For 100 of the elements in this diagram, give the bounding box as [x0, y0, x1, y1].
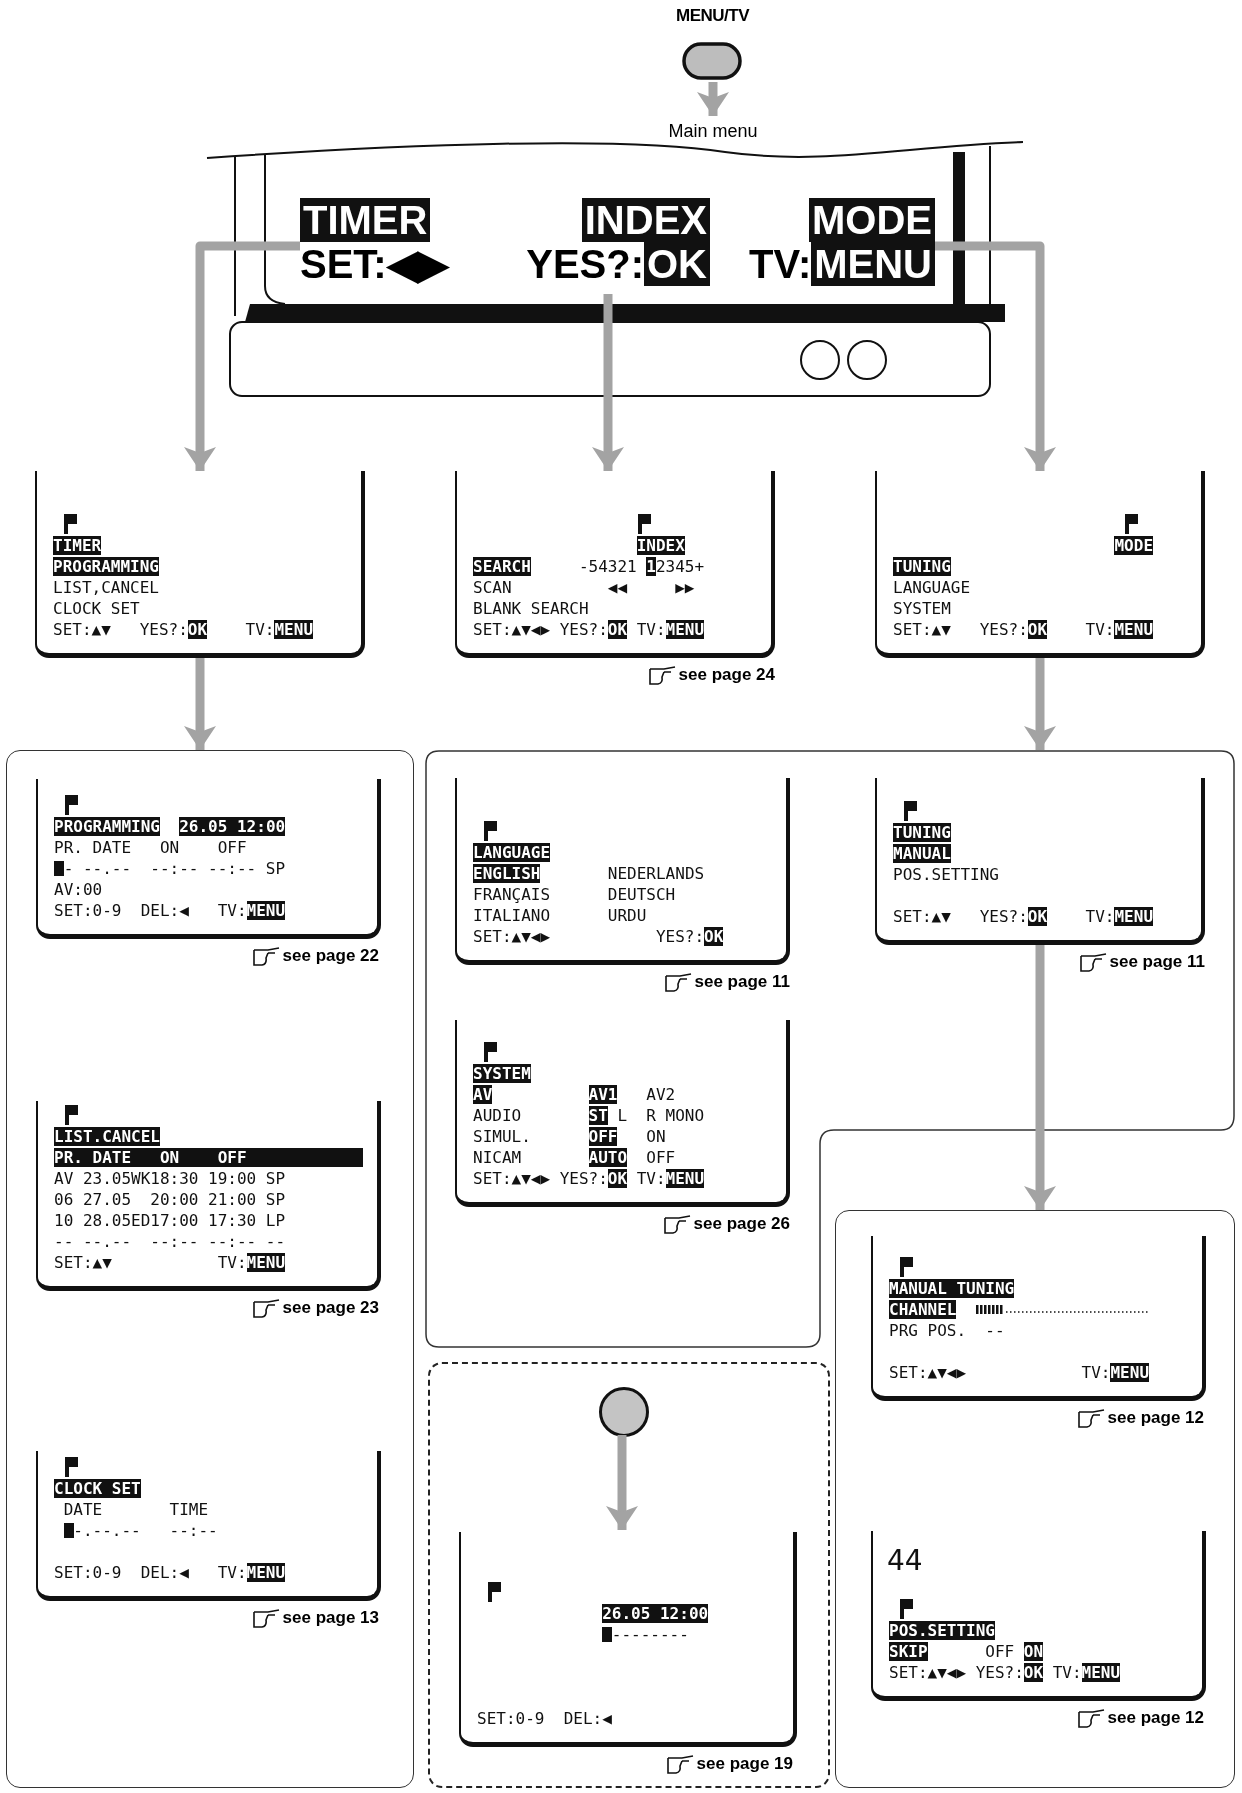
screen-text: -.--.--: [73, 1521, 141, 1540]
screen-text: 19:00: [208, 1169, 257, 1188]
arrow: [606, 1435, 638, 1530]
highlighted-text: SEARCH: [473, 557, 531, 576]
screen-display: [455, 778, 790, 965]
screen-text: 18:30: [150, 1169, 199, 1188]
screen-display: [36, 1101, 381, 1291]
screen-text: --: [265, 1232, 286, 1251]
group-panel: [835, 1210, 1235, 1788]
highlighted-text: LANGUAGE: [473, 843, 551, 862]
screen-text: --:--: [208, 1232, 257, 1251]
arrow: [935, 241, 1056, 471]
screen-text: SET:▲▼◀▶: [889, 1663, 967, 1682]
screen-text: DEL:◀: [140, 1563, 189, 1582]
group-panel: [6, 750, 414, 1788]
button-label: MENU/TV: [675, 6, 751, 26]
screen-text: ▶▶: [675, 578, 695, 597]
screen-text: L: [617, 1106, 628, 1125]
screen-text: --: [54, 1232, 74, 1251]
arrow: [592, 294, 624, 471]
screen-text: R: [646, 1106, 656, 1125]
screen-text: OFF: [985, 1642, 1015, 1661]
screen-text: TV:: [1085, 620, 1115, 639]
highlighted-text: OK: [1027, 620, 1048, 639]
highlighted-text: AV: [473, 1085, 493, 1104]
screen-text: OFF: [217, 838, 247, 857]
screen-text: AV: [54, 1169, 74, 1188]
screen-text: 06: [54, 1190, 74, 1209]
highlighted-text: TUNING: [893, 823, 951, 842]
screen-text: YES?:: [559, 620, 608, 639]
screen-display: [459, 1532, 797, 1747]
screen-text: SET:▲▼: [893, 620, 951, 639]
screen-text: SYSTEM: [893, 599, 951, 618]
screen-text: YES?:: [559, 1169, 608, 1188]
highlighted-text: OK: [607, 620, 628, 639]
page-reference: see page 24: [678, 665, 775, 685]
screen-text: YES?:: [975, 1663, 1024, 1682]
page-reference: see page 26: [693, 1214, 790, 1234]
screen-text: DEL:◀: [140, 901, 189, 920]
screen-text: DATE: [63, 1500, 103, 1519]
screen-text: ITALIANO: [473, 906, 551, 925]
screen-text: -: [63, 859, 74, 878]
screen-text: YES?:: [526, 242, 644, 286]
page-reference: see page 12: [1107, 1708, 1204, 1728]
highlighted-text: MENU: [246, 1563, 286, 1582]
screen-text: PRG POS.: [889, 1321, 967, 1340]
screen-text: LANGUAGE: [893, 578, 971, 597]
screen-text: URDU: [607, 906, 647, 925]
highlighted-text: OK: [607, 1169, 628, 1188]
highlighted-text: MENU: [665, 620, 705, 639]
highlighted-text: MODE: [1114, 536, 1153, 555]
highlighted-text: OK: [187, 620, 208, 639]
screen-text: TV:: [217, 1253, 247, 1272]
highlighted-text: OFF: [588, 1127, 618, 1146]
screen-text: SET:▲▼: [54, 1253, 112, 1272]
screen-text: 2345+: [655, 557, 705, 576]
screen-display: [875, 778, 1205, 945]
screen-text: DEL:◀: [563, 1709, 612, 1728]
screen-text: TV:: [217, 901, 247, 920]
screen-text: CLOCK SET: [53, 599, 140, 618]
screen-text: DATE: [92, 838, 132, 857]
highlighted-text: AV1: [588, 1085, 618, 1104]
highlighted-text: MANUAL: [893, 844, 951, 863]
screen-display: [455, 1020, 790, 1207]
screen-text: 20:00: [150, 1190, 199, 1209]
screen-text: 23.05WK: [82, 1169, 151, 1188]
highlighted-text: ST: [588, 1106, 608, 1125]
highlighted-text: SKIP: [889, 1642, 928, 1661]
highlighted-text: MODE: [809, 198, 935, 242]
screen-text: --.--: [82, 859, 132, 878]
page-reference: see page 23: [282, 1298, 379, 1318]
screen-text: 10: [54, 1211, 74, 1230]
highlighted-text: CHANNEL: [889, 1300, 957, 1319]
screen-text: FRANÇAIS: [473, 885, 551, 904]
group-panel: [428, 1362, 830, 1788]
screen-text: YES?:: [979, 620, 1028, 639]
highlighted-text: AUTO: [588, 1148, 628, 1167]
screen-text: 21:00: [208, 1190, 257, 1209]
screen-text: 17:30: [208, 1211, 257, 1230]
screen-text: --:--: [150, 859, 199, 878]
screen-text: --:--: [208, 859, 257, 878]
screen-text: TV:: [245, 620, 275, 639]
page-reference: see page 11: [694, 972, 790, 992]
screen-display: [36, 1451, 381, 1601]
screen-text: ◀◀: [607, 578, 628, 597]
screen-text: -54321: [578, 557, 637, 576]
highlighted-text: MENU: [246, 1253, 286, 1272]
arrow: [1024, 658, 1056, 750]
screen-text: --------: [611, 1625, 689, 1644]
highlighted-text: TIMER: [53, 536, 102, 555]
highlighted-text: ON: [1023, 1642, 1044, 1661]
screen-text: 17:00: [150, 1211, 199, 1230]
highlighted-text: ENGLISH: [473, 864, 541, 883]
highlighted-text: OK: [644, 242, 710, 286]
highlighted-text: TUNING: [893, 557, 951, 576]
highlighted-text: MENU: [1114, 907, 1153, 926]
screen-text: ON: [159, 838, 180, 857]
screen-text: MONO: [665, 1106, 705, 1125]
screen-text: SET:▲▼◀▶: [889, 1363, 967, 1382]
screen-text: NICAM: [473, 1148, 522, 1167]
